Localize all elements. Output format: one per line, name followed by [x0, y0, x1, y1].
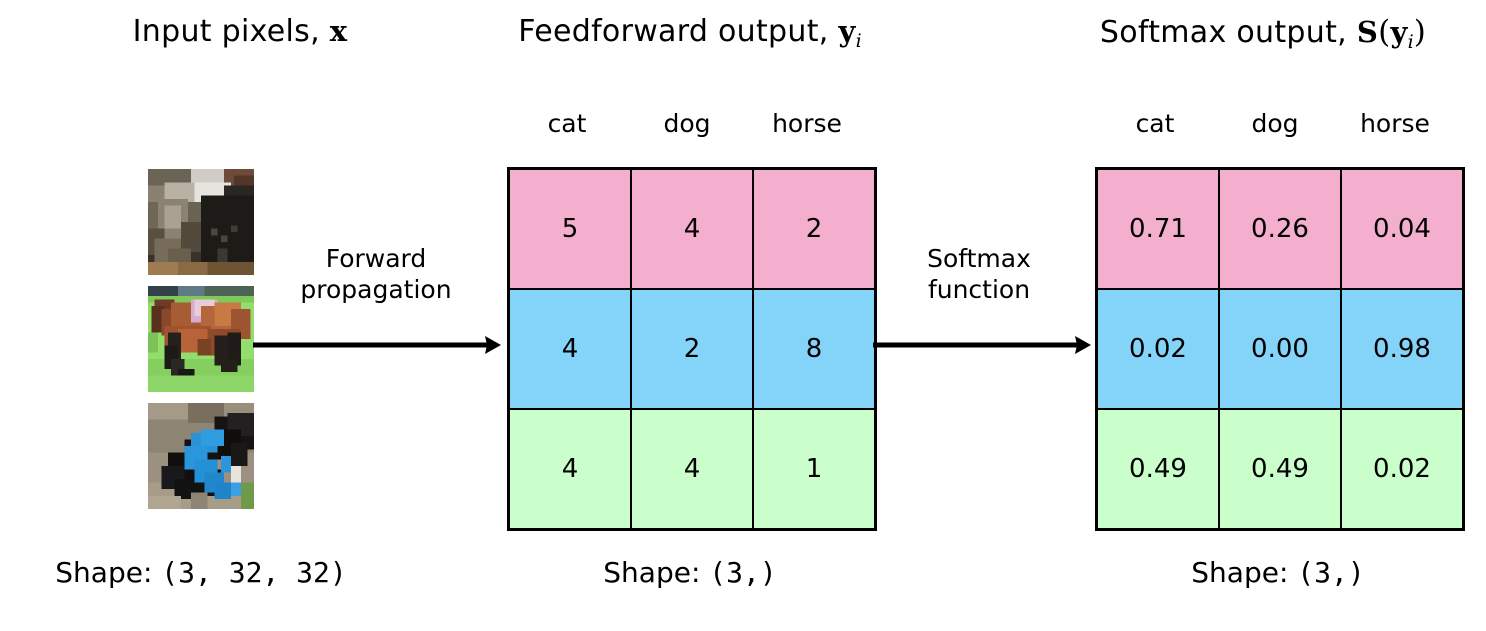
- probs-shape-value: (3,): [1297, 556, 1365, 589]
- softmax-output-table: 0.71 0.26 0.04 0.02 0.00 0.98 0.49 0.49 …: [1095, 167, 1465, 531]
- horse-thumbnail: [148, 286, 254, 392]
- input-shape-value: (3, 32, 32): [161, 556, 347, 589]
- softmax-function-label-line2: function: [927, 275, 1031, 305]
- feedforward-subscript-i: i: [855, 30, 862, 52]
- cell-r0c2: 2: [752, 167, 877, 290]
- cell-r2c2: 0.02: [1340, 408, 1465, 531]
- feedforward-title-text: Feedforward output,: [518, 14, 839, 49]
- forward-propagation-label: Forward propagation: [255, 243, 497, 306]
- cat-thumbnail: [148, 169, 254, 275]
- softmax-header-cat: cat: [1135, 109, 1175, 138]
- softmax-class-headers: cat dog horse: [1095, 111, 1455, 136]
- cell-r2c0: 0.49: [1095, 408, 1220, 531]
- feedforward-class-headers: cat dog horse: [507, 111, 867, 136]
- cell-r2c1: 0.49: [1218, 408, 1342, 531]
- softmax-subscript-i: i: [1407, 31, 1414, 53]
- logits-shape-caption: Shape: (3,): [507, 559, 873, 587]
- cell-r1c0: 0.02: [1095, 288, 1220, 410]
- cell-r1c0: 4: [507, 288, 632, 410]
- probs-shape-prefix: Shape:: [1191, 556, 1298, 589]
- input-shape-caption: Shape: (3, 32, 32): [0, 559, 402, 587]
- feedforward-output-table: 5 4 2 4 2 8 4 4 1: [507, 167, 877, 531]
- softmax-function-arrow: [873, 330, 1093, 360]
- logits-shape-prefix: Shape:: [603, 556, 710, 589]
- input-shape-prefix: Shape:: [55, 556, 162, 589]
- feedforward-header-horse: horse: [772, 109, 842, 138]
- input-symbol-x: x: [329, 14, 348, 48]
- table-row: 0.02 0.00 0.98: [1095, 288, 1465, 410]
- feedforward-header-dog: dog: [663, 109, 711, 138]
- table-row: 5 4 2: [507, 167, 877, 290]
- cell-r2c0: 4: [507, 408, 632, 531]
- cell-r1c2: 0.98: [1340, 288, 1465, 410]
- table-row: 0.49 0.49 0.02: [1095, 408, 1465, 531]
- table-row: 0.71 0.26 0.04: [1095, 167, 1465, 290]
- input-thumbnail-stack: [148, 169, 254, 509]
- dog-thumbnail: [148, 403, 254, 509]
- cell-r1c1: 2: [630, 288, 754, 410]
- softmax-paren-close: ): [1413, 14, 1427, 50]
- forward-propagation-label-line2: propagation: [300, 275, 452, 305]
- logits-shape-value: (3,): [709, 556, 777, 589]
- softmax-header-horse: horse: [1360, 109, 1430, 138]
- softmax-function-label: Softmax function: [872, 243, 1086, 306]
- cell-r2c2: 1: [752, 408, 877, 531]
- softmax-symbol-y: y: [1390, 15, 1408, 49]
- table-row: 4 2 8: [507, 288, 877, 410]
- feedforward-symbol-y: y: [838, 14, 856, 48]
- input-pixels-title: Input pixels, x: [0, 17, 480, 47]
- softmax-header-dog: dog: [1251, 109, 1299, 138]
- forward-propagation-label-line1: Forward: [325, 244, 427, 273]
- feedforward-header-cat: cat: [547, 109, 587, 138]
- input-pixels-title-text: Input pixels,: [132, 14, 330, 49]
- cell-r1c2: 8: [752, 288, 877, 410]
- probs-shape-caption: Shape: (3,): [1095, 559, 1461, 587]
- softmax-output-title: Softmax output, S(yi): [1040, 17, 1486, 52]
- cell-r0c1: 4: [630, 167, 754, 290]
- cell-r0c1: 0.26: [1218, 167, 1342, 290]
- softmax-symbol-s: S: [1356, 15, 1379, 49]
- forward-propagation-arrow: [253, 330, 503, 360]
- cell-r2c1: 4: [630, 408, 754, 531]
- softmax-function-label-line1: Softmax: [927, 244, 1031, 273]
- feedforward-output-title: Feedforward output, yi: [460, 17, 920, 51]
- cell-r0c0: 0.71: [1095, 167, 1220, 290]
- softmax-paren-open: (: [1378, 14, 1391, 50]
- cell-r0c0: 5: [507, 167, 632, 290]
- cell-r0c2: 0.04: [1340, 167, 1465, 290]
- softmax-title-text: Softmax output,: [1099, 15, 1357, 50]
- cell-r1c1: 0.00: [1218, 288, 1342, 410]
- table-row: 4 4 1: [507, 408, 877, 531]
